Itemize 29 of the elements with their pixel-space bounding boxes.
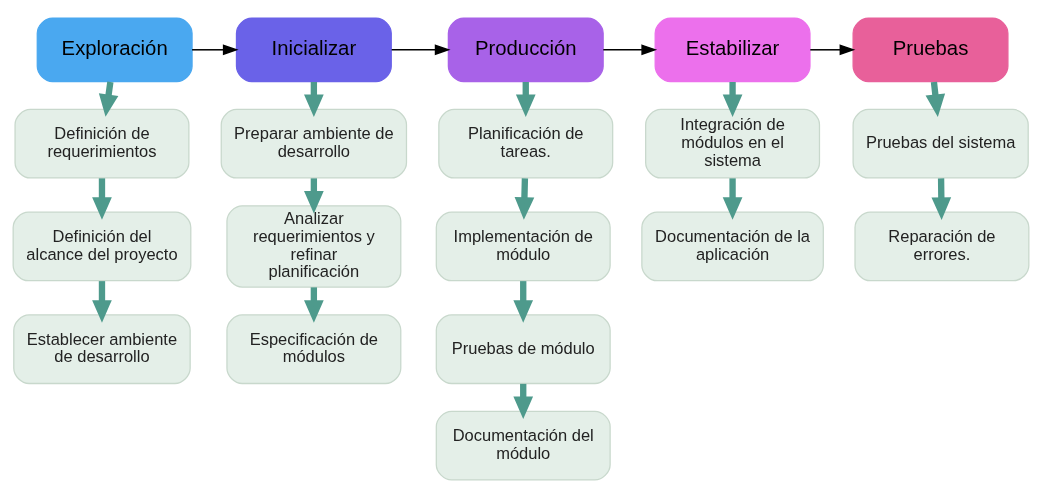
arrow: [191, 44, 239, 56]
node-box: Pruebas del sistema: [852, 108, 1029, 179]
node-box: Especificación de módulos: [226, 314, 402, 385]
node-box: Inicializar: [235, 17, 392, 83]
arrow: [390, 44, 451, 56]
arrow: [513, 281, 534, 323]
node-box: Producción: [447, 17, 604, 83]
node-box: Documentación de la aplicación: [641, 211, 824, 282]
arrow: [514, 178, 535, 220]
node-box: Exploración: [36, 17, 193, 83]
node-box: Pruebas: [852, 17, 1009, 83]
node-box: Documentación del módulo: [435, 410, 611, 481]
arrow: [722, 178, 743, 220]
node-box: Planificación de tareas.: [438, 108, 614, 179]
node-box: Integración de módulos en el sistema: [645, 108, 821, 179]
arrow: [92, 178, 112, 220]
node-box: Pruebas de módulo: [435, 314, 611, 385]
node-box: Implementación de módulo: [435, 211, 611, 282]
arrow: [931, 178, 952, 220]
node-box: Preparar ambiente de desarrollo: [220, 108, 408, 179]
node-box: Definición de requerimientos: [14, 108, 190, 179]
node-box: Reparación de errores.: [854, 211, 1030, 282]
arrow: [602, 44, 658, 56]
node-box: Analizar requerimientos y refinar planificación: [226, 205, 402, 288]
node-box: Establecer ambiente de desarrollo: [13, 314, 191, 385]
node-box: Estabilizar: [654, 17, 811, 83]
arrow: [809, 44, 856, 56]
arrow: [92, 281, 112, 323]
node-box: Definición del alcance del proyecto: [12, 211, 192, 282]
